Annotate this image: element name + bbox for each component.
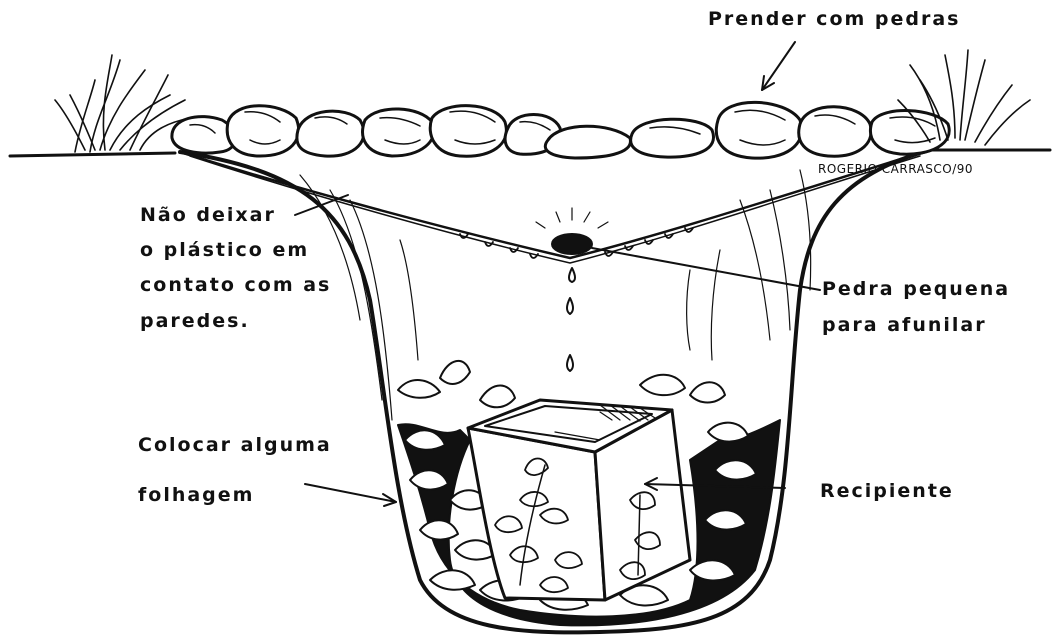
arrow-rocks	[762, 42, 795, 90]
label-prender-com-pedras: Prender com pedras	[708, 0, 961, 39]
falling-drops	[567, 268, 575, 371]
label-nao-deixar-3: contato com as	[140, 266, 331, 305]
small-stone	[552, 234, 592, 254]
grass-tuft-left	[55, 55, 190, 152]
label-colocar-folhagem-2: folhagem	[138, 476, 254, 515]
leader-plastic-wall	[295, 195, 348, 215]
leader-small-stone	[592, 248, 820, 290]
pit-wall-hatching	[300, 170, 811, 420]
container-front	[468, 428, 605, 600]
label-nao-deixar-1: Não deixar	[140, 196, 276, 235]
arrow-foliage	[305, 484, 396, 502]
label-pedra-pequena-1: Pedra pequena	[822, 270, 1010, 309]
label-colocar-folhagem-1: Colocar alguma	[138, 426, 332, 465]
label-pedra-pequena-2: para afunilar	[822, 306, 987, 345]
label-recipiente: Recipiente	[820, 472, 954, 511]
stone-sparkle	[536, 208, 608, 228]
label-nao-deixar-4: paredes.	[140, 302, 250, 341]
label-nao-deixar-2: o plástico em	[140, 231, 309, 270]
rocks	[172, 102, 949, 158]
artist-signature: ROGERIO CARRASCO/90	[818, 162, 973, 176]
